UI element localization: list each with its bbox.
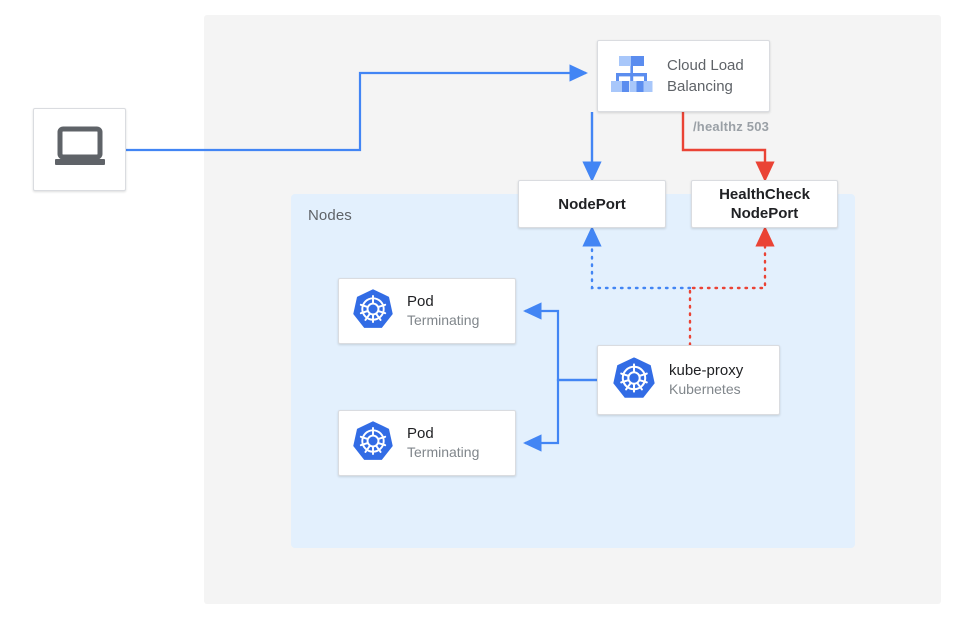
cloud-load-balancing-node[interactable]: Cloud Load Balancing bbox=[597, 40, 770, 112]
hc-line-2: NodePort bbox=[730, 205, 799, 222]
hc-line-1: HealthCheck bbox=[719, 186, 810, 203]
kubernetes-icon bbox=[352, 420, 394, 467]
pod-a-title: Pod bbox=[407, 293, 434, 310]
clb-line-2: Balancing bbox=[667, 78, 733, 95]
kube-proxy-title: kube-proxy bbox=[669, 362, 744, 379]
laptop-icon bbox=[53, 125, 107, 174]
healthcheck-nodeport-label: HealthCheck NodePort bbox=[719, 185, 810, 223]
pod-a-text: Pod Terminating bbox=[407, 292, 479, 330]
cloud-load-balancing-label: Cloud Load Balancing bbox=[667, 55, 744, 97]
pod-node-b[interactable]: Pod Terminating bbox=[338, 410, 516, 476]
pod-b-text: Pod Terminating bbox=[407, 424, 479, 462]
pod-b-subtitle: Terminating bbox=[407, 444, 480, 460]
nodeport-node[interactable]: NodePort bbox=[518, 180, 666, 228]
nodes-region-label: Nodes bbox=[308, 207, 352, 224]
healthcheck-nodeport-node[interactable]: HealthCheck NodePort bbox=[691, 180, 838, 228]
kubernetes-icon bbox=[612, 356, 656, 405]
nodeport-label: NodePort bbox=[558, 195, 626, 213]
kubernetes-icon bbox=[352, 288, 394, 335]
healthz-status-label: /healthz 503 bbox=[693, 119, 770, 134]
pod-node-a[interactable]: Pod Terminating bbox=[338, 278, 516, 344]
client-node[interactable] bbox=[33, 108, 126, 191]
pod-b-title: Pod bbox=[407, 425, 434, 442]
kube-proxy-node[interactable]: kube-proxy Kubernetes bbox=[597, 345, 780, 415]
pod-a-subtitle: Terminating bbox=[407, 312, 480, 328]
cloud-load-balancing-icon bbox=[609, 53, 655, 100]
clb-line-1: Cloud Load bbox=[667, 57, 744, 74]
kube-proxy-subtitle: Kubernetes bbox=[669, 381, 741, 397]
kube-proxy-text: kube-proxy Kubernetes bbox=[669, 361, 743, 399]
